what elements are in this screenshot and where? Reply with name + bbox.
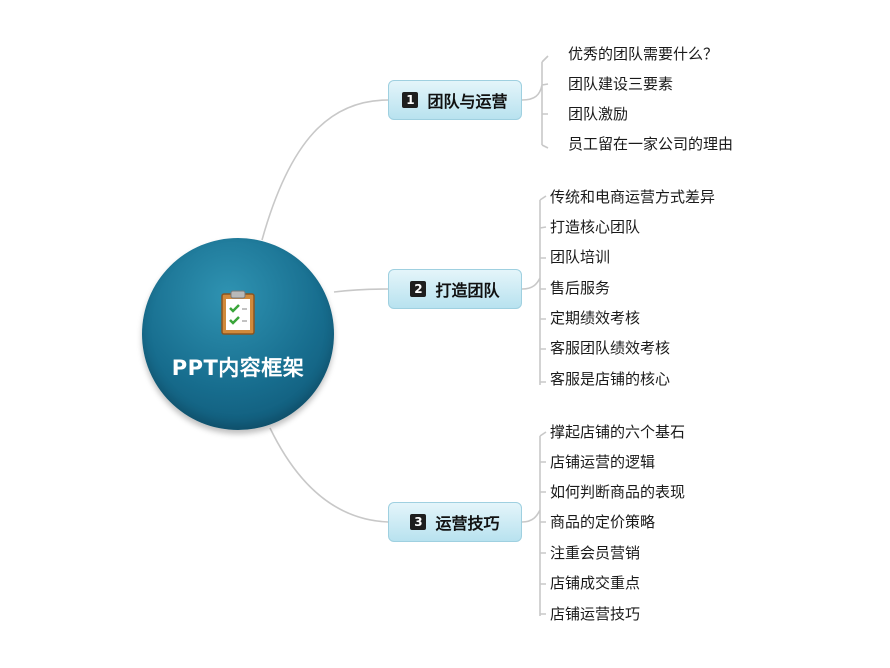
leaf-topic[interactable]: 撑起店铺的六个基石 [550, 423, 686, 441]
connector-branch-2-leaves [521, 195, 547, 385]
leaf-topic[interactable]: 如何判断商品的表现 [550, 483, 686, 501]
connector-branch-1-leaves [521, 55, 549, 149]
leaf-topic[interactable]: 店铺运营的逻辑 [550, 453, 656, 471]
leaf-topic[interactable]: 注重会员营销 [550, 544, 641, 562]
leaf-topic[interactable]: 传统和电商运营方式差异 [550, 188, 716, 206]
branch-label: 团队与运营 [427, 92, 508, 111]
leaf-topic[interactable]: 团队激励 [568, 105, 629, 123]
connector-center-branch-3 [269, 427, 389, 523]
leaf-topic[interactable]: 定期绩效考核 [550, 309, 641, 327]
branch-node-2[interactable]: 2 打造团队 [388, 269, 522, 309]
branch-number-badge: 1 [402, 92, 419, 108]
leaf-topic[interactable]: 员工留在一家公司的理由 [568, 135, 734, 153]
branch-node-1[interactable]: 1 团队与运营 [388, 80, 522, 120]
leaf-topic[interactable]: 商品的定价策略 [550, 513, 656, 531]
leaf-topic[interactable]: 打造核心团队 [550, 218, 641, 236]
leaf-topic[interactable]: 团队培训 [550, 248, 611, 266]
connector-branch-3-leaves [521, 431, 547, 616]
branch-label: 打造团队 [435, 281, 500, 300]
center-topic-node[interactable]: PPT内容框架 [142, 238, 334, 430]
leaf-topic[interactable]: 店铺运营技巧 [550, 605, 641, 623]
branch-number-badge: 2 [410, 281, 427, 297]
branch-label: 运营技巧 [435, 514, 500, 533]
leaf-topic[interactable]: 店铺成交重点 [550, 574, 641, 592]
center-topic-title: PPT内容框架 [171, 356, 305, 380]
leaf-topic[interactable]: 客服团队绩效考核 [550, 339, 671, 357]
branch-node-3[interactable]: 3 运营技巧 [388, 502, 522, 542]
connector-center-branch-1 [261, 99, 389, 241]
leaf-topic[interactable]: 团队建设三要素 [568, 75, 674, 93]
leaf-topic[interactable]: 优秀的团队需要什么？ [568, 45, 719, 63]
leaf-topic[interactable]: 客服是店铺的核心 [550, 370, 671, 388]
connector-center-branch-2 [333, 288, 389, 293]
branch-number-badge: 3 [410, 514, 427, 530]
clipboard-check-icon [221, 290, 255, 335]
leaf-topic[interactable]: 售后服务 [550, 279, 611, 297]
